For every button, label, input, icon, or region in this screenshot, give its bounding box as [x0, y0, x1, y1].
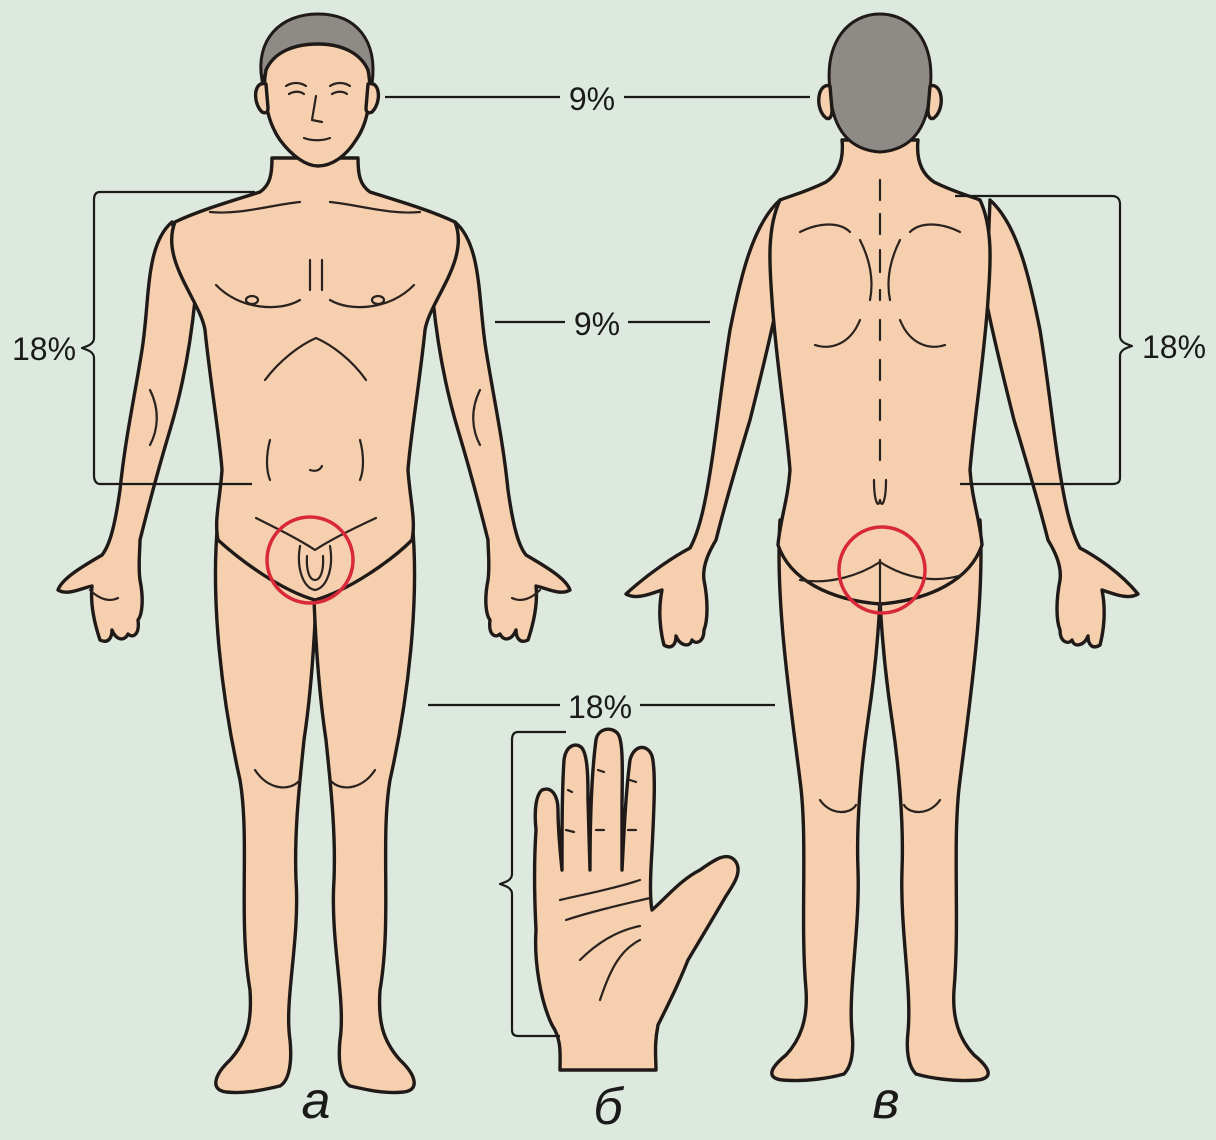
back-left-leg	[772, 520, 880, 1081]
front-torso-percentage-label: 18%	[12, 331, 76, 367]
palm-figure-label: б	[593, 1078, 624, 1136]
back-right-arm	[986, 200, 1138, 647]
leg-percentage-label: 18%	[568, 689, 632, 725]
palm-figure	[535, 729, 739, 1070]
back-left-ear	[819, 86, 832, 119]
front-figure-label: а	[302, 1072, 331, 1130]
front-left-leg	[215, 520, 316, 1093]
front-right-ear	[366, 84, 378, 113]
front-left-arm	[58, 222, 195, 641]
front-left-ear	[256, 84, 268, 113]
front-torso	[172, 158, 459, 600]
arm-percentage-label: 9%	[574, 306, 620, 342]
front-body-figure	[58, 14, 570, 1093]
back-right-ear	[928, 86, 941, 119]
back-left-arm	[626, 200, 780, 647]
head-percentage-label: 9%	[569, 81, 615, 117]
front-head	[265, 44, 370, 166]
front-right-leg	[314, 520, 415, 1093]
back-torso-percentage-label: 18%	[1142, 329, 1206, 365]
back-head	[829, 14, 931, 152]
back-right-leg	[880, 520, 988, 1081]
front-right-arm	[433, 222, 570, 641]
back-figure-label: в	[872, 1072, 899, 1130]
